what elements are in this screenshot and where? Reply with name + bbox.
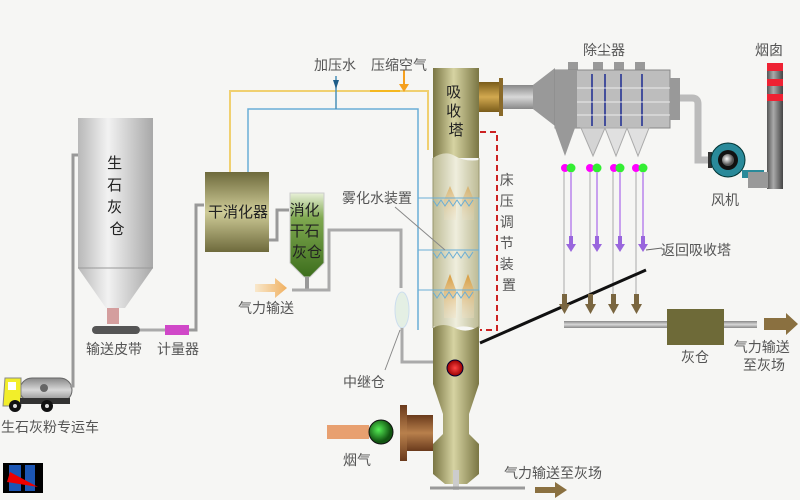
atomizer-label: 雾化水装置 [342, 191, 412, 207]
quicklime-silo [78, 118, 153, 324]
pressurized-water-label: 加压水 [314, 58, 356, 74]
pneumatic-conveying-label: 气力输送 [238, 301, 294, 317]
green-indicator-icon [368, 419, 394, 445]
return-to-absorber-label: 返回吸收塔 [661, 243, 731, 259]
compressed-air-line [229, 90, 429, 172]
ash-bin [667, 309, 724, 345]
dry-slaker-label: 干消化器 [208, 203, 268, 221]
lime-truck-label: 生石灰粉专运车 [1, 419, 99, 436]
compressed-air-label: 压缩空气 [371, 58, 427, 74]
slaked-lime-silo [289, 192, 325, 289]
pneumatic-arrow-icon [255, 278, 287, 298]
lime-truck [2, 377, 73, 412]
relay-bin [394, 291, 410, 329]
dust-collector [554, 62, 680, 158]
relay-bin-label: 中继仓 [343, 375, 385, 391]
to-ash-yard-bottom-label: 气力输送至灰场 [504, 466, 602, 482]
conveyor-belt-label: 输送皮带 [86, 342, 142, 358]
quicklime-silo-label: 生 石 灰 仓 [107, 154, 127, 238]
dry-slaker [205, 172, 269, 252]
slaked-lime-silo-label: 消化 干石 灰仓 [290, 201, 325, 261]
chimney [748, 63, 783, 189]
bed-pressure-label: 床 压 调 节 装 置 [500, 173, 518, 294]
chimney-label: 烟囱 [755, 43, 783, 59]
meter-label: 计量器 [157, 342, 199, 358]
air-arrow-icon [399, 84, 409, 92]
meter-device [165, 325, 189, 335]
spray-grid [417, 197, 480, 299]
fan-label: 风机 [711, 193, 739, 209]
conveyor-belt [92, 326, 140, 334]
truck-to-silo-pipe [70, 153, 78, 388]
red-indicator-icon [446, 359, 464, 377]
absorber-label: 吸 收 塔 [446, 83, 466, 139]
ash-conveyor [564, 321, 757, 328]
pressurized-water-line [247, 108, 419, 330]
dust-collector-label: 除尘器 [583, 43, 625, 59]
water-arrow-icon [333, 80, 339, 89]
company-logo [3, 463, 43, 493]
flue-gas-arrow [327, 425, 369, 439]
bottom-out-arrow [535, 482, 567, 498]
hopper-valves [561, 163, 648, 173]
discharge-arrows [559, 294, 642, 314]
bed-pressure-loop [480, 131, 498, 331]
ash-out-arrow [764, 313, 798, 335]
to-ash-yard-right-label: 气力输送 至灰场 [734, 340, 794, 374]
return-arrows [566, 236, 648, 252]
flue-gas-label: 烟气 [343, 453, 371, 469]
ash-bin-label: 灰仓 [681, 350, 709, 366]
